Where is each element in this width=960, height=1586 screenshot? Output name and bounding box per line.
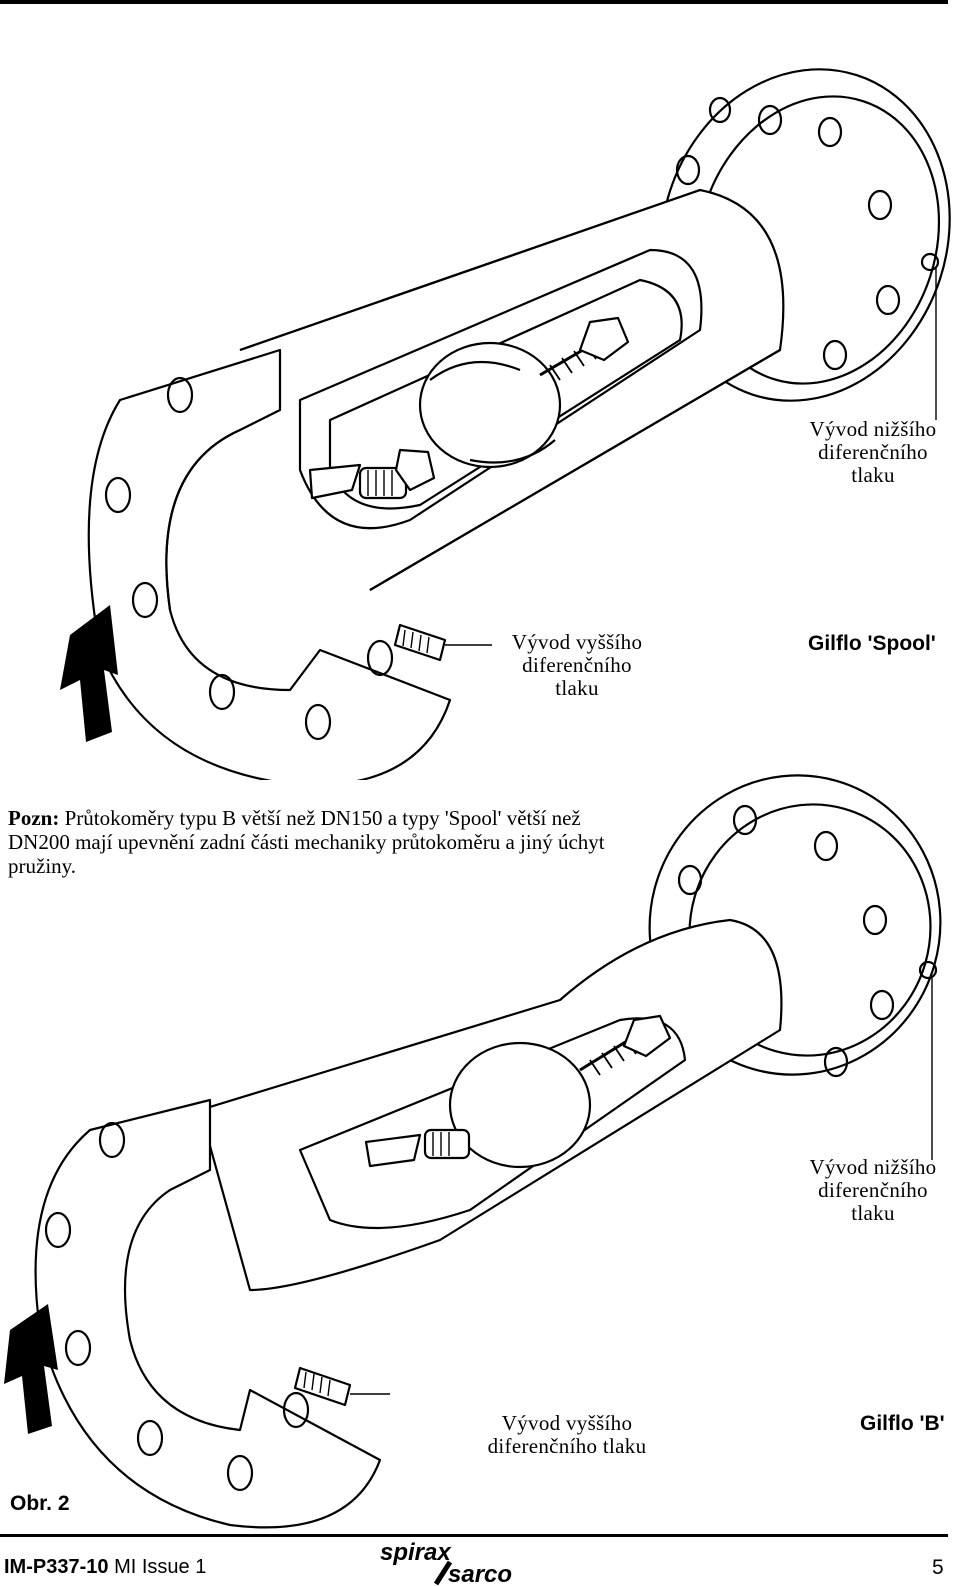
gilflo-b-flowmeter-drawing — [4, 774, 942, 1529]
spool-low-pressure-tap-label: Vývod nižšího diferenčního tlaku — [809, 417, 937, 487]
logo-word-top: spirax — [380, 1539, 452, 1566]
note-paragraph: Pozn: Průtokoměry typu B větší než DN150… — [8, 806, 628, 878]
right-flange-holes — [675, 96, 901, 371]
b-high-pressure-tap-label: Vývod vyššího diferenčního tlaku — [487, 1411, 647, 1458]
note-prefix: Pozn: — [8, 806, 60, 830]
b-low-pressure-tap-label: Vývod nižšího diferenčního tlaku — [809, 1155, 937, 1225]
top-rule — [0, 0, 948, 4]
spool-title: Gilflo 'Spool' — [808, 632, 936, 655]
logo-word-bottom: sarco — [448, 1561, 512, 1586]
right-flange-holes-b — [677, 804, 895, 1078]
bottom-rule — [0, 1534, 948, 1537]
note-text: Průtokoměry typu B větší než DN150 a typ… — [8, 806, 605, 878]
doc-issue: MI Issue 1 — [114, 1556, 207, 1578]
doc-code: IM-P337-10 — [4, 1556, 109, 1578]
page-number: 5 — [932, 1556, 944, 1579]
flow-arrow-b — [4, 1304, 58, 1434]
flow-arrow — [60, 605, 118, 742]
left-flange-holes — [104, 376, 394, 741]
spirax-sarco-logo: spirax sarco — [380, 1539, 512, 1586]
spool-high-pressure-tap-label: Vývod vyššího diferenčního tlaku — [511, 630, 643, 700]
left-flange-holes-b — [44, 1121, 310, 1492]
figure-label: Obr. 2 — [10, 1492, 70, 1515]
footer-document-code: IM-P337-10 MI Issue 1 — [4, 1556, 206, 1579]
spool-flowmeter-drawing — [60, 68, 951, 780]
b-title: Gilflo 'B' — [860, 1412, 945, 1435]
